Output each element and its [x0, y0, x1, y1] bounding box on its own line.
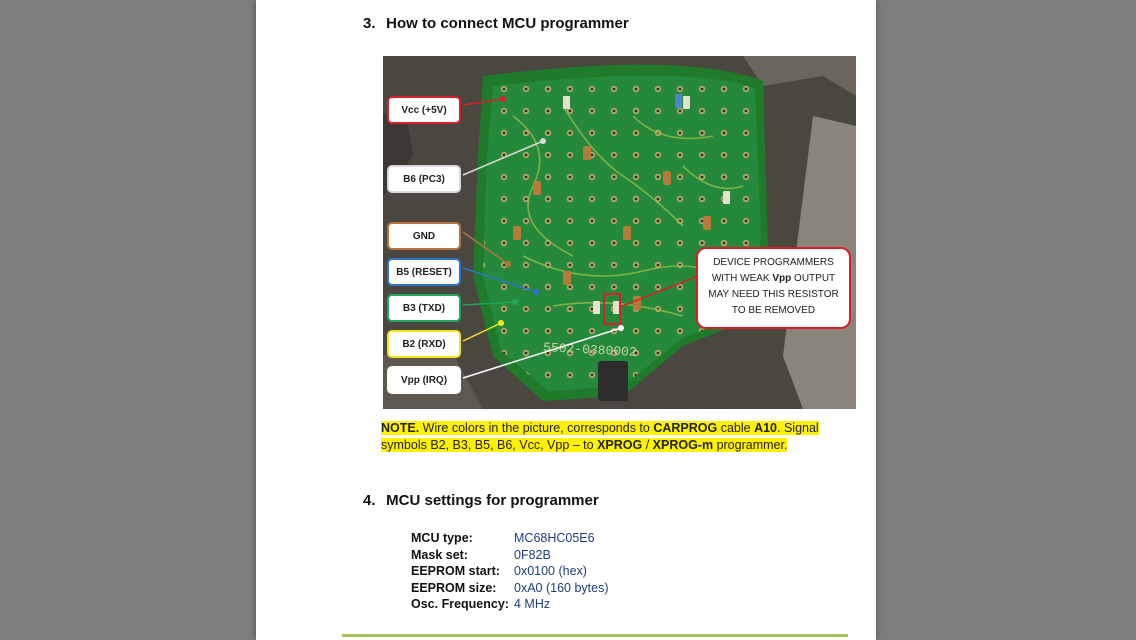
section-number: 3. — [363, 15, 376, 32]
section-title: How to connect MCU programmer — [386, 15, 629, 32]
settings-value: 0F82B — [514, 547, 551, 562]
note-lead: NOTE. — [381, 421, 420, 435]
callout-line-3: MAY NEED THIS RESISTOR — [708, 289, 839, 300]
settings-key: MCU type: — [411, 531, 473, 545]
settings-key: Osc. Frequency: — [411, 597, 509, 611]
b6-label: B6 (PC3) — [387, 165, 461, 193]
settings-row: Osc. Frequency: 4 MHz — [411, 596, 609, 613]
wire-color-note: NOTE. Wire colors in the picture, corres… — [381, 421, 819, 452]
section-number: 4. — [363, 492, 376, 509]
settings-row: Mask set: 0F82B — [411, 547, 609, 564]
document-page: 3. How to connect MCU programmer — [256, 0, 876, 640]
settings-value: 0xA0 (160 bytes) — [514, 580, 609, 595]
section-4-heading: 4. MCU settings for programmer — [363, 492, 599, 509]
b3-label: B3 (TXD) — [387, 294, 461, 322]
vpp-label: Vpp (IRQ) — [387, 366, 461, 394]
mcu-settings-table: MCU type: MC68HC05E6 Mask set: 0F82B EEP… — [411, 530, 609, 613]
section-3-heading: 3. How to connect MCU programmer — [363, 15, 629, 32]
section-title: MCU settings for programmer — [386, 492, 599, 509]
settings-key: EEPROM size: — [411, 580, 497, 595]
settings-value: 4 MHz — [514, 597, 551, 611]
settings-row: MCU type: MC68HC05E6 — [411, 530, 609, 547]
callout-line-1: DEVICE PROGRAMMERS — [713, 257, 834, 268]
gnd-label: GND — [387, 222, 461, 250]
callout-line-2: WITH WEAK Vpp OUTPUT — [711, 273, 836, 284]
settings-key: Mask set: — [411, 547, 468, 562]
footer-divider — [342, 634, 848, 637]
settings-key: EEPROM start: — [411, 564, 500, 578]
vcc-label: Vcc (+5V) — [387, 96, 461, 124]
settings-row: EEPROM start: 0x0100 (hex) — [411, 563, 609, 580]
b2-label: B2 (RXD) — [387, 330, 461, 358]
pcb-photo: 5502-0380002 Vcc (+5 — [383, 56, 856, 409]
b5-label: B5 (RESET) — [387, 258, 461, 286]
callout-line-4: TO BE REMOVED — [731, 305, 816, 316]
settings-value: MC68HC05E6 — [514, 531, 595, 545]
settings-value: 0x0100 (hex) — [514, 564, 587, 578]
resistor-callout: DEVICE PROGRAMMERS WITH WEAK Vpp OUTPUT … — [696, 247, 851, 329]
settings-row: EEPROM size: 0xA0 (160 bytes) — [411, 580, 609, 597]
